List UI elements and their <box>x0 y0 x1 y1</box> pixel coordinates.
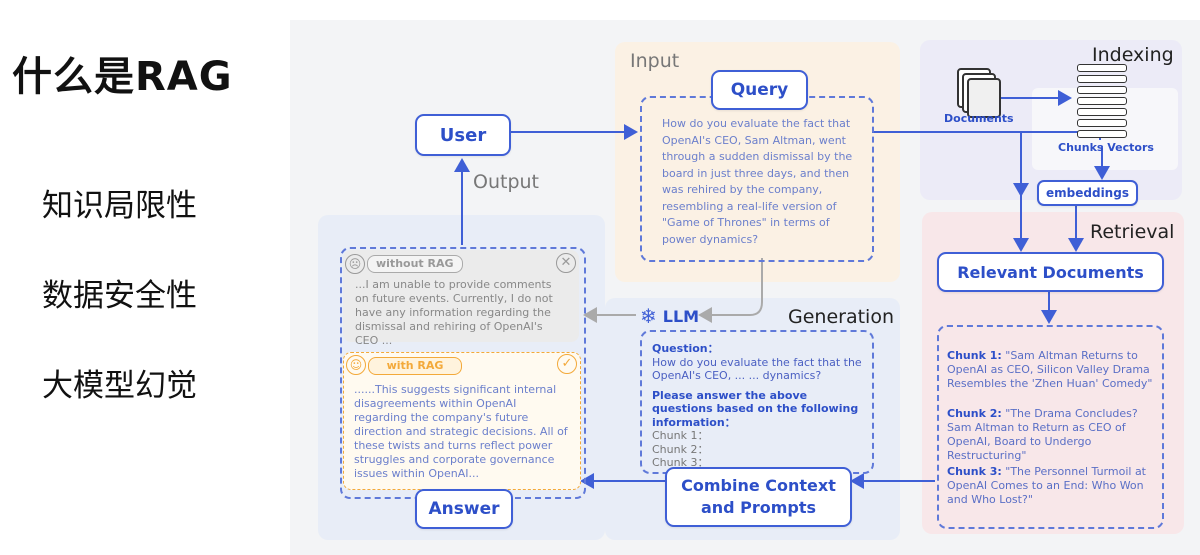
with-rag-card: ☺ with RAG ✓ ......This suggests signifi… <box>343 352 581 490</box>
without-rag-card: ☹ without RAG ✕ ...I am unable to provid… <box>343 250 579 347</box>
prompt-box: Question： How do you evaluate the fact t… <box>640 330 874 474</box>
prompt-content: Question： How do you evaluate the fact t… <box>652 342 864 470</box>
bullet-data-security: 数据安全性 <box>42 278 197 314</box>
without-rag-tag: without RAG <box>367 255 463 273</box>
combine-line-1: Combine Context <box>681 476 836 495</box>
query-text: How do you evaluate the fact that OpenAI… <box>662 117 853 246</box>
prompt-question-text: How do you evaluate the fact that the Op… <box>652 355 862 383</box>
check-icon: ✓ <box>557 354 577 374</box>
retrieved-chunks-box: Chunk 1: "Sam Altman Returns to OpenAI a… <box>937 325 1164 529</box>
chunk-1-text: "Sam Altman Returns to OpenAI as CEO, Si… <box>947 349 1153 390</box>
chunk-3: Chunk 3: "The Personnel Turmoil at OpenA… <box>947 465 1155 507</box>
prompt-chunk-3: Chunk 3： <box>652 456 709 469</box>
user-node: User <box>415 114 511 156</box>
indexing-label: Indexing <box>1092 44 1174 66</box>
combine-line-2: and Prompts <box>700 498 817 517</box>
snowflake-icon: ❄ <box>640 304 657 328</box>
relevant-documents-node: Relevant Documents <box>937 252 1164 292</box>
slide-left-pane: 什么是RAG 知识局限性 数据安全性 大模型幻觉 <box>0 0 290 555</box>
output-label: Output <box>473 171 539 193</box>
prompt-instruction: Please answer the above questions based … <box>652 388 859 429</box>
chunk-3-label: Chunk 3: <box>947 465 1002 478</box>
chunk-2-label: Chunk 2: <box>947 407 1002 420</box>
prompt-chunk-2: Chunk 2： <box>652 442 709 456</box>
documents-icon <box>957 68 1003 118</box>
smile-face-icon: ☺ <box>346 355 366 375</box>
bullet-hallucination: 大模型幻觉 <box>42 368 197 404</box>
answer-node: Answer <box>415 489 513 529</box>
chunks-vectors-label: Chunks Vectors <box>1058 141 1154 154</box>
with-rag-text: ......This suggests significant internal… <box>354 383 568 480</box>
bullet-knowledge-limit: 知识局限性 <box>42 188 197 224</box>
chunk-1-label: Chunk 1: <box>947 349 1002 362</box>
llm-node: ❄ LLM <box>640 304 699 328</box>
retrieval-label: Retrieval <box>1090 221 1175 243</box>
chunk-2-text: "The Drama Concludes? Sam Altman to Retu… <box>947 407 1138 462</box>
embeddings-node: embeddings <box>1037 180 1138 206</box>
chunk-2: Chunk 2: "The Drama Concludes? Sam Altma… <box>947 407 1155 463</box>
combine-context-node: Combine Context and Prompts <box>665 467 852 527</box>
generation-label: Generation <box>788 306 894 328</box>
prompt-chunk-1: Chunk 1： <box>652 429 709 442</box>
without-rag-text: ...I am unable to provide comments on fu… <box>355 278 553 347</box>
query-text-box: How do you evaluate the fact that OpenAI… <box>640 96 874 262</box>
chunk-1: Chunk 1: "Sam Altman Returns to OpenAI a… <box>947 349 1155 391</box>
cross-icon: ✕ <box>556 253 576 273</box>
llm-label: LLM <box>662 306 700 326</box>
vectors-stack-icon <box>1077 64 1127 138</box>
sad-face-icon: ☹ <box>345 254 365 274</box>
input-label: Input <box>630 50 680 72</box>
prompt-question-label: Question： <box>652 342 719 355</box>
chunk-3-text: "The Personnel Turmoil at OpenAI Comes t… <box>947 465 1146 506</box>
query-node: Query <box>711 70 808 110</box>
documents-label: Documents <box>944 112 1014 125</box>
with-rag-tag: with RAG <box>368 357 462 375</box>
slide-title: 什么是RAG <box>12 54 233 100</box>
